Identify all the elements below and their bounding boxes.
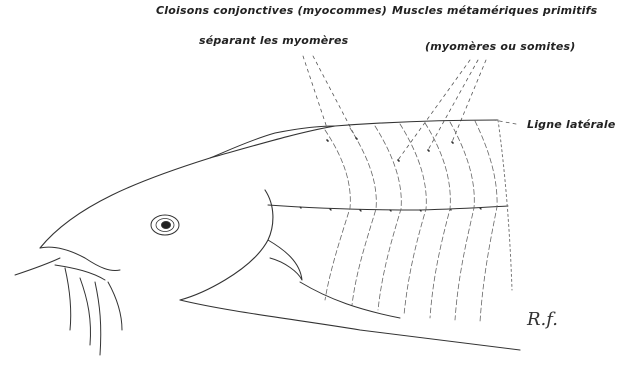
lateral-line — [268, 205, 508, 210]
eye-icon — [151, 215, 179, 235]
caudal-edge — [498, 120, 512, 290]
signature: R.f. — [526, 309, 558, 330]
snout — [40, 247, 120, 270]
dorsal-outline — [40, 120, 498, 248]
pelvic-area — [300, 282, 400, 318]
gill-cover — [180, 190, 273, 300]
barbels — [15, 258, 122, 355]
ventral-outline — [180, 300, 520, 350]
pectoral-fin — [268, 240, 302, 280]
dorsal-dots — [327, 138, 453, 161]
leader-lines — [303, 56, 516, 160]
myocommes — [325, 121, 497, 322]
